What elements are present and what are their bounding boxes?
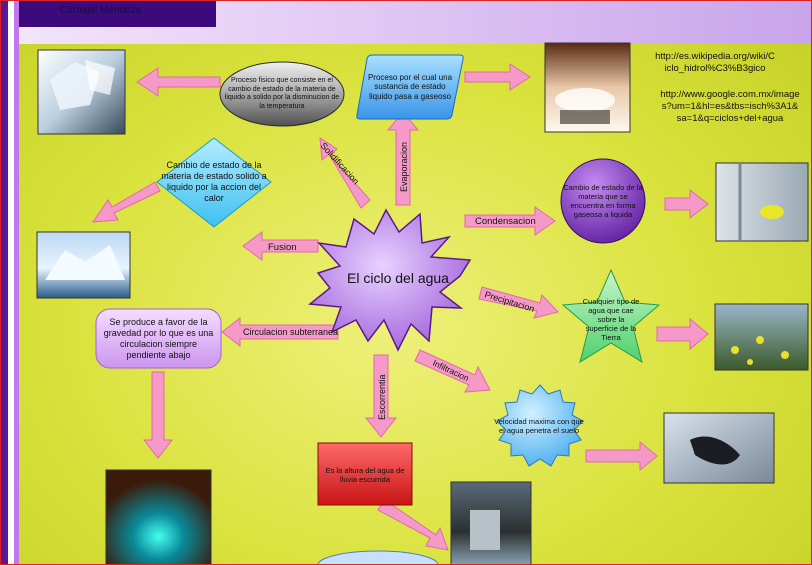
connector-evaporacion <box>386 111 420 206</box>
node-evaporacion-text: Proceso por el cual una sustancia de est… <box>367 72 453 101</box>
connector-circulacion <box>221 316 339 348</box>
node-solidificacion-shape <box>219 61 345 127</box>
window-droplets-photo <box>715 162 809 242</box>
node-fusion-shape <box>156 137 272 228</box>
window-title: Carbajal Mendoza <box>60 5 142 16</box>
node-escorrentia-shape <box>317 442 413 506</box>
label-fusion: Fusion <box>268 242 297 253</box>
cave-lake-photo <box>105 469 212 565</box>
connector-fusion <box>242 231 319 261</box>
left-stripe <box>0 0 8 565</box>
center-label: El ciclo del agua <box>347 270 449 286</box>
node-precipitacion-text: Cualquier tipo de agua que cae sobre la … <box>582 296 640 342</box>
label-escorrentia: Escorrentia <box>377 374 387 420</box>
arrow-to-window <box>664 188 709 220</box>
arrow-to-drop <box>585 440 658 472</box>
ice-cubes-photo <box>37 49 126 135</box>
iceberg-photo <box>36 231 131 299</box>
arrow-to-steam <box>464 63 531 91</box>
arrow-to-cave <box>142 371 174 459</box>
node-condensacion-text: Cambio de estado de la materia que se en… <box>563 183 643 219</box>
left-stripe-white <box>8 0 14 565</box>
arrow-to-dam <box>377 499 449 551</box>
node-fusion-text: Cambio de estado de la materia de estado… <box>161 160 267 203</box>
node-escorrentia-text: Es la altura del agua de lluvia escurrid… <box>325 466 405 484</box>
node-circulacion-shape <box>95 308 222 369</box>
label-condensacion: Condensacion <box>475 216 536 227</box>
node-infiltracion-shape <box>496 384 584 467</box>
link-google[interactable]: http://www.google.com.mx/images?um=1&hl=… <box>660 89 800 124</box>
center-star-shape <box>308 208 472 352</box>
partial-bottom-node <box>317 550 439 565</box>
title-box <box>14 0 216 27</box>
arrow-to-iceberg <box>91 181 161 223</box>
node-evaporacion-shape <box>356 54 464 120</box>
node-infiltracion-text: Velocidad maxima con que el agua penetra… <box>494 417 584 435</box>
arrow-to-rain <box>656 317 709 351</box>
label-evaporacion: Evaporacion <box>399 142 409 192</box>
label-solidificacion: Solidificacion <box>319 141 362 187</box>
connector-escorrentia <box>364 354 398 438</box>
node-condensacion-shape <box>560 158 646 244</box>
dam-photo <box>450 481 532 565</box>
water-drop-photo <box>663 412 775 484</box>
connector-infiltracion <box>414 349 491 393</box>
rain-plants-photo <box>714 303 809 371</box>
connector-condensacion <box>464 206 556 236</box>
node-circulacion-text: Se produce a favor de la gravedad por lo… <box>103 316 214 360</box>
connector-precipitacion <box>478 286 559 319</box>
arrow-to-ice <box>136 67 221 97</box>
label-circulacion: Circulacion subterranea <box>243 327 338 337</box>
link-wikipedia[interactable]: http://es.wikipedia.org/wiki/Ciclo_hidro… <box>655 51 775 74</box>
node-precipitacion-shape <box>561 268 661 364</box>
left-stripe-violet <box>14 0 19 565</box>
steam-pot-photo <box>544 42 631 133</box>
node-solidificacion-text: Proceso fisico que consiste en el cambio… <box>224 77 340 110</box>
connector-solidificacion <box>319 137 371 209</box>
